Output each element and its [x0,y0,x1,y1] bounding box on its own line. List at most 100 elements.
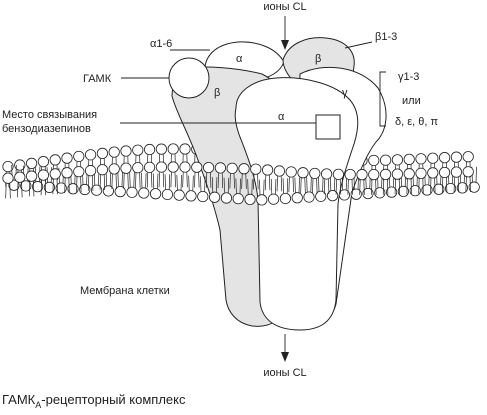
lipid-tail [145,172,147,188]
benzodiazepine-label-line2: бензодиазепинов [2,123,91,135]
lipid-tail [99,174,101,190]
lipid-head [37,169,50,181]
lipid-head [96,147,109,159]
lipid-tail [312,178,314,194]
lipid-tail [282,178,284,194]
caption-main: ГАМК [2,392,36,407]
lipid-head [368,154,380,167]
lipid-head [85,149,97,161]
subunit-alpha-front [234,77,359,331]
lipid-head [421,184,433,196]
lipid-head [2,172,14,184]
membrane-front-row [2,161,480,206]
lipid-head [120,145,132,157]
lipid-tail [270,178,273,194]
lipid-tail [422,178,424,194]
lipid-tail [21,182,23,198]
lipid-head [31,181,44,193]
lipid-tail [111,174,113,190]
lipid-tail [363,179,365,195]
lipid-head [374,187,386,199]
lipid-tail [292,177,294,193]
lipid-head [91,184,103,196]
lipid-head [261,164,274,176]
lipid-tail [229,173,231,189]
caption-subscript: А [35,400,41,410]
lipid-tail [241,173,243,189]
lipid-tail [186,172,188,188]
benzodiazepine-site-square [315,114,341,140]
ions-bottom-label: ионы CL [263,367,306,379]
subunit-beta-top-label: β [315,53,321,65]
lipid-tail [5,183,7,199]
lipid-tail [286,178,289,194]
lipid-head [427,152,439,164]
lipid-head [379,168,392,180]
lipid-tail [310,176,312,192]
lipid-tail [44,180,47,196]
lipid-head [126,186,138,198]
lipid-head [167,161,179,173]
lipid-head [73,166,85,178]
lipid-tail [245,173,247,189]
lipid-tail [157,173,159,189]
lipid-tail [318,176,320,192]
lipid-head [209,191,221,203]
lipid-tail [347,179,349,195]
subunit-alpha-top-label: α [236,53,243,65]
lipid-tail [371,179,373,195]
lipid-head [179,143,191,155]
lipid-tail [335,179,337,195]
lipid-tail [275,178,277,194]
lipid-head [427,167,439,179]
lipid-tail [453,177,455,193]
lipid-tail [176,174,178,190]
lipid-head [309,167,321,180]
arrow-top-head [281,40,289,50]
lipid-head [444,182,457,195]
lipid-tail [434,178,436,194]
lipid-head [67,183,79,195]
lipid-tail [264,175,267,191]
lipid-head [303,191,315,203]
or-label: или [402,95,421,107]
lipid-head [462,151,474,163]
lipid-tail [164,174,166,190]
lipid-head [114,186,126,198]
lipid-tail [152,173,155,189]
lipid-head [379,154,392,166]
lipid-tail [133,172,135,188]
lipid-tail [205,172,208,188]
lipid-tail [68,177,70,193]
lipid-head [450,166,462,178]
subunit-alpha-front-label: α [278,111,285,123]
lipid-tail [251,179,253,195]
lipid-head [291,192,303,204]
lipid-tail [410,178,412,194]
lipid-tail [17,182,19,198]
lipid-head [468,181,480,193]
lipid-head [203,161,215,174]
caption: ГАМКА-рецепторный комплекс [2,392,186,410]
lipid-head [61,152,73,164]
lipid-head [238,163,250,175]
lipid-head [244,193,256,205]
lipid-head [397,185,409,197]
lipid-tail [457,177,460,193]
lipid-tail [257,174,259,190]
membrane-label: Мембрана клетки [80,285,170,297]
lipid-head [385,186,398,198]
lipid-head [250,163,262,175]
lipid-tail [475,166,477,182]
lipid-tail [151,172,153,188]
lipid-tail [294,177,296,193]
alpha16-label: α1-6 [150,38,172,50]
ions-top-label: ионы CL [263,1,306,13]
delta-list-label: δ, ε, θ, π [395,116,438,128]
lipid-head [315,190,327,202]
lipid-head [415,153,427,165]
lipid-tail [235,178,237,194]
lipid-tail [121,171,123,187]
lipid-head [179,161,191,173]
lipid-head [49,154,61,166]
